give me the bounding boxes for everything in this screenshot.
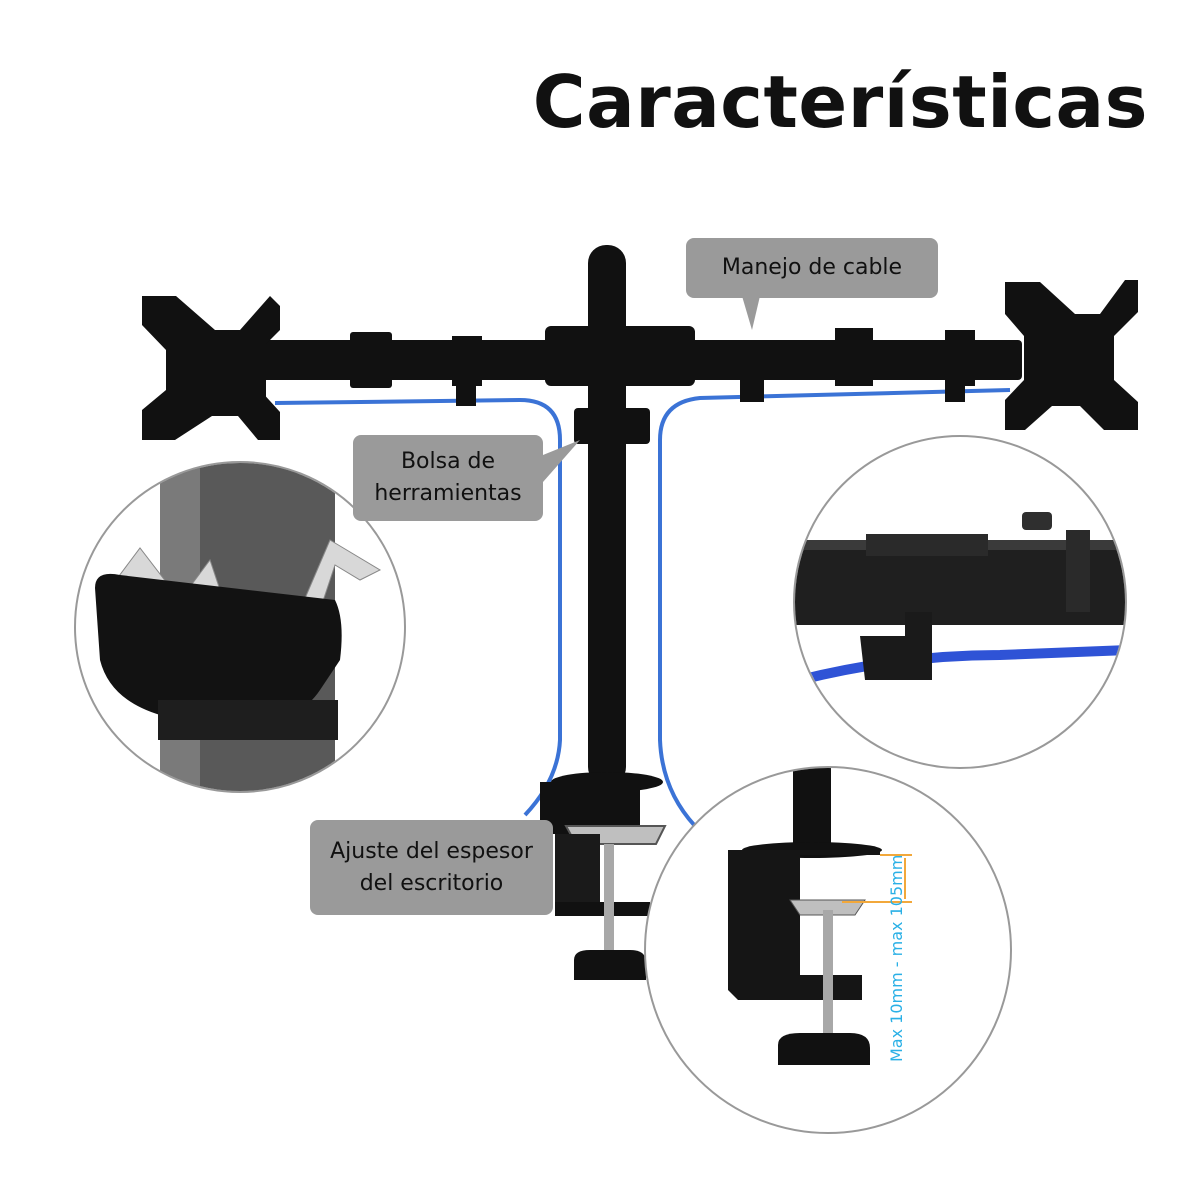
callout-tool-bag: Bolsa de herramientas: [353, 435, 543, 521]
callout-cable-management: Manejo de cable: [686, 238, 938, 298]
dimension-label: Max 10mm - max 105mm: [887, 854, 906, 1062]
desk-thickness-detail-circle: [644, 766, 1012, 1134]
left-vesa-plate: [142, 296, 280, 440]
cable-management-detail-circle: [793, 435, 1127, 769]
tool-bag-detail-circle: [74, 461, 406, 793]
callout-desk-thickness: Ajuste del espesor del escritorio: [310, 820, 553, 915]
mount-arm: [262, 326, 1022, 406]
callout-desk-thickness-text: Ajuste del espesor del escritorio: [330, 838, 533, 896]
page-title: Características: [532, 60, 1148, 144]
callout-pointers: [543, 296, 760, 482]
callout-cable-management-text: Manejo de cable: [721, 255, 903, 281]
desk-clamp: [540, 782, 667, 980]
callout-tool-bag-text: Bolsa de herramientas: [374, 449, 522, 506]
right-vesa-plate: [1005, 280, 1138, 430]
